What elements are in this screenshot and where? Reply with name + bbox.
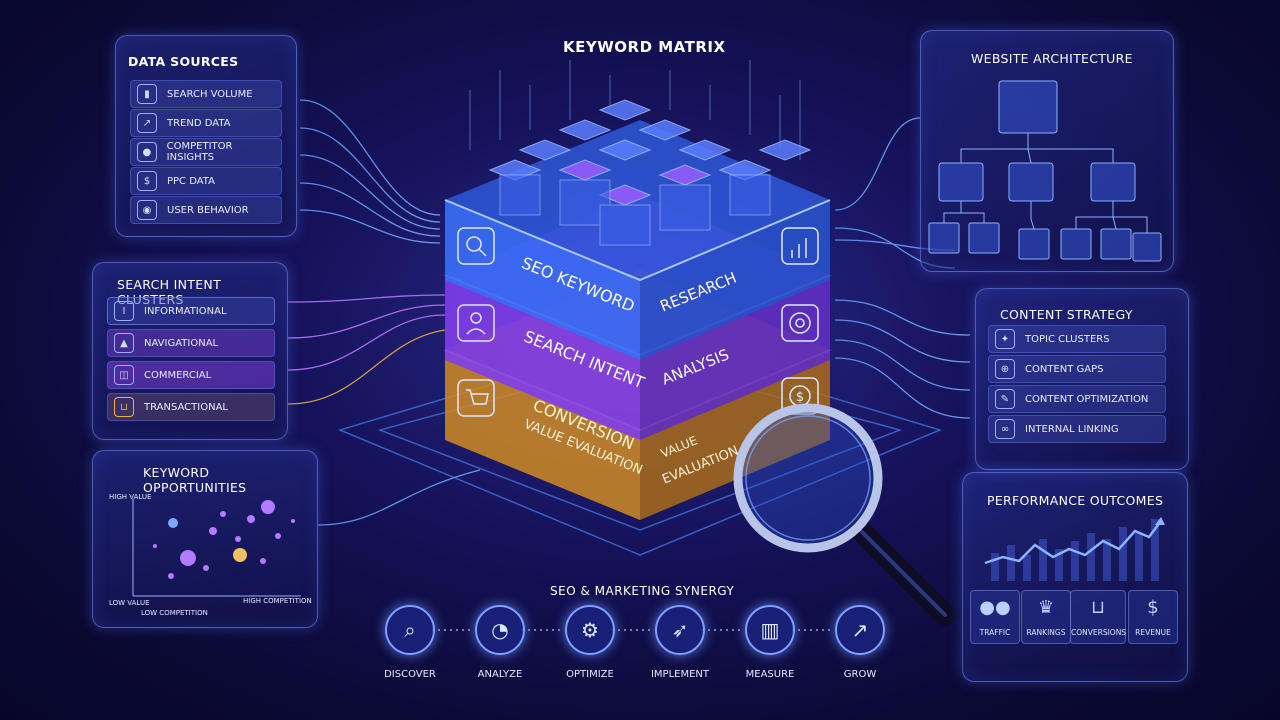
link-icon: ∞ <box>995 419 1015 439</box>
keyword-matrix-title: KEYWORD MATRIX <box>563 38 726 56</box>
outcome-conversions[interactable]: ⊔ CONVERSIONS <box>1070 590 1126 644</box>
y-low-label: LOW VALUE <box>109 599 150 607</box>
data-source-item[interactable]: ◉USER BEHAVIOR <box>130 196 282 224</box>
content-strategy-item[interactable]: ⊕CONTENT GAPS <box>988 355 1166 383</box>
bag-icon: ◫ <box>114 365 134 385</box>
step-optimize[interactable]: ⚙ OPTIMIZE <box>555 605 625 680</box>
data-source-item[interactable]: ●COMPETITOR INSIGHTS <box>130 138 282 166</box>
intent-item[interactable]: ▲NAVIGATIONAL <box>107 329 275 357</box>
outcome-revenue[interactable]: $ REVENUE <box>1128 590 1178 644</box>
gear-icon: ⚙ <box>565 605 615 655</box>
cart-icon: ⊔ <box>1090 597 1106 618</box>
cluster-icon: ✦ <box>995 329 1015 349</box>
synergy-steps: ⌕ DISCOVER ◔ ANALYZE ⚙ OPTIMIZE ➶ IMPLEM… <box>375 605 915 685</box>
trend-line-icon: ↗ <box>137 113 157 133</box>
x-low-label: LOW COMPETITION <box>141 609 208 617</box>
step-measure[interactable]: ▥ MEASURE <box>735 605 805 680</box>
intent-target-icon <box>781 304 819 342</box>
step-grow[interactable]: ↗ GROW <box>825 605 895 680</box>
website-architecture-panel: WEBSITE ARCHITECTURE <box>920 30 1174 272</box>
users-icon: ●● <box>979 597 1011 618</box>
pie-chart-icon: ◔ <box>475 605 525 655</box>
opportunities-title: KEYWORD OPPORTUNITIES <box>143 465 247 495</box>
site-tree-diagram <box>928 80 1162 262</box>
step-analyze[interactable]: ◔ ANALYZE <box>465 605 535 680</box>
research-search-icon <box>457 227 495 265</box>
data-sources-panel: DATA SOURCES ▮SEARCH VOLUME ↗TREND DATA … <box>115 35 297 237</box>
target-icon: ⊕ <box>995 359 1015 379</box>
search-icon: ⌕ <box>385 605 435 655</box>
synergy-title: SEO & MARKETING SYNERGY <box>550 584 735 598</box>
user-icon: ◉ <box>137 200 157 220</box>
opportunity-scatter <box>132 499 301 597</box>
data-source-item[interactable]: $PPC DATA <box>130 167 282 195</box>
data-source-item[interactable]: ↗TREND DATA <box>130 109 282 137</box>
intent-item[interactable]: ◫COMMERCIAL <box>107 361 275 389</box>
content-strategy-item[interactable]: ∞INTERNAL LINKING <box>988 415 1166 443</box>
pencil-icon: ✎ <box>995 389 1015 409</box>
intent-item[interactable]: iINFORMATIONAL <box>107 297 275 325</box>
navigation-icon: ▲ <box>114 333 134 353</box>
magnifying-glass-icon <box>733 403 956 626</box>
intent-item[interactable]: ⊔TRANSACTIONAL <box>107 393 275 421</box>
keyword-opportunities-panel: KEYWORD OPPORTUNITIES HIGH VALUE LOW VAL… <box>92 450 318 628</box>
info-icon: i <box>114 301 134 321</box>
growth-arrow-icon: ↗ <box>835 605 885 655</box>
svg-text:$: $ <box>796 390 804 405</box>
cart-icon: ⊔ <box>114 397 134 417</box>
intent-clusters-panel: SEARCH INTENT CLUSTERS iINFORMATIONAL ▲N… <box>92 262 288 440</box>
conversion-dollar-icon <box>781 377 819 415</box>
content-strategy-title: CONTENT STRATEGY <box>1000 307 1133 322</box>
data-sources-title: DATA SOURCES <box>128 54 239 69</box>
content-strategy-panel: CONTENT STRATEGY ✦TOPIC CLUSTERS ⊕CONTEN… <box>975 288 1189 470</box>
users-icon: ● <box>137 142 157 162</box>
dollar-icon: $ <box>137 171 157 191</box>
data-source-item[interactable]: ▮SEARCH VOLUME <box>130 80 282 108</box>
performance-outcomes-panel: PERFORMANCE OUTCOMES <box>962 472 1188 682</box>
rocket-icon: ➶ <box>655 605 705 655</box>
x-high-label: HIGH COMPETITION <box>243 597 312 605</box>
outcome-rankings[interactable]: ♛ RANKINGS <box>1021 590 1071 644</box>
y-high-label: HIGH VALUE <box>109 493 152 501</box>
performance-title: PERFORMANCE OUTCOMES <box>987 493 1164 508</box>
conversion-cart-icon <box>457 379 495 417</box>
bar-chart-icon: ▮ <box>137 84 157 104</box>
trophy-icon: ♛ <box>1037 597 1055 618</box>
intent-user-icon <box>457 304 495 342</box>
performance-growth-chart <box>984 517 1165 581</box>
content-strategy-item[interactable]: ✦TOPIC CLUSTERS <box>988 325 1166 353</box>
step-discover[interactable]: ⌕ DISCOVER <box>375 605 445 680</box>
content-strategy-item[interactable]: ✎CONTENT OPTIMIZATION <box>988 385 1166 413</box>
dollar-icon: $ <box>1147 597 1159 618</box>
research-chart-icon <box>781 227 819 265</box>
keyword-cubes <box>488 99 812 246</box>
bar-chart-icon: ▥ <box>745 605 795 655</box>
outcome-traffic[interactable]: ●● TRAFFIC <box>970 590 1020 644</box>
architecture-title: WEBSITE ARCHITECTURE <box>971 51 1133 66</box>
step-implement[interactable]: ➶ IMPLEMENT <box>645 605 715 680</box>
